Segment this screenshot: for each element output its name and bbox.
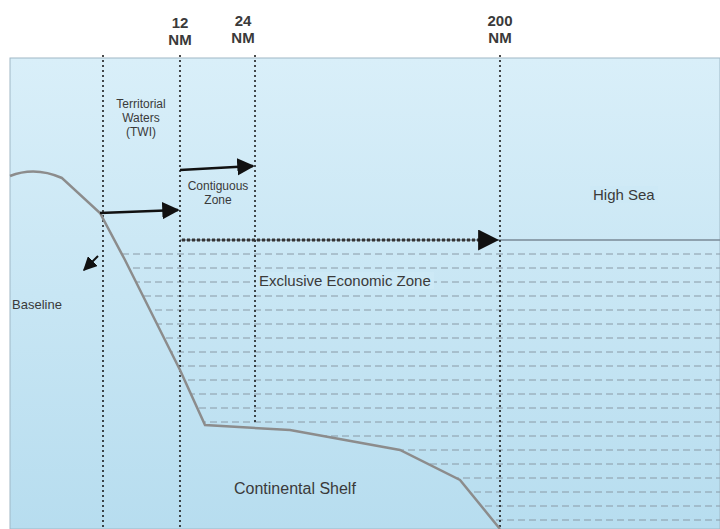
sea-ground (10, 58, 720, 529)
zone-label: High Sea (590, 186, 658, 203)
zone-label: Exclusive Economic Zone (256, 272, 434, 289)
distance-mark: 24 NM (226, 12, 260, 47)
distance-mark: 12 NM (163, 14, 197, 49)
zone-label: Territorial Waters (TWI) (106, 98, 176, 139)
baseline-label: Baseline (12, 298, 62, 313)
sea-surface-line (180, 239, 720, 241)
coastline-profile (10, 171, 500, 529)
zone-arrows (84, 166, 497, 270)
zone-limit-lines (103, 55, 500, 529)
distance-mark: 200 NM (480, 12, 520, 47)
shelf-label: Continental Shelf (234, 480, 356, 498)
zone-label: Contiguous Zone (185, 180, 251, 208)
eez-hatching (100, 254, 720, 520)
